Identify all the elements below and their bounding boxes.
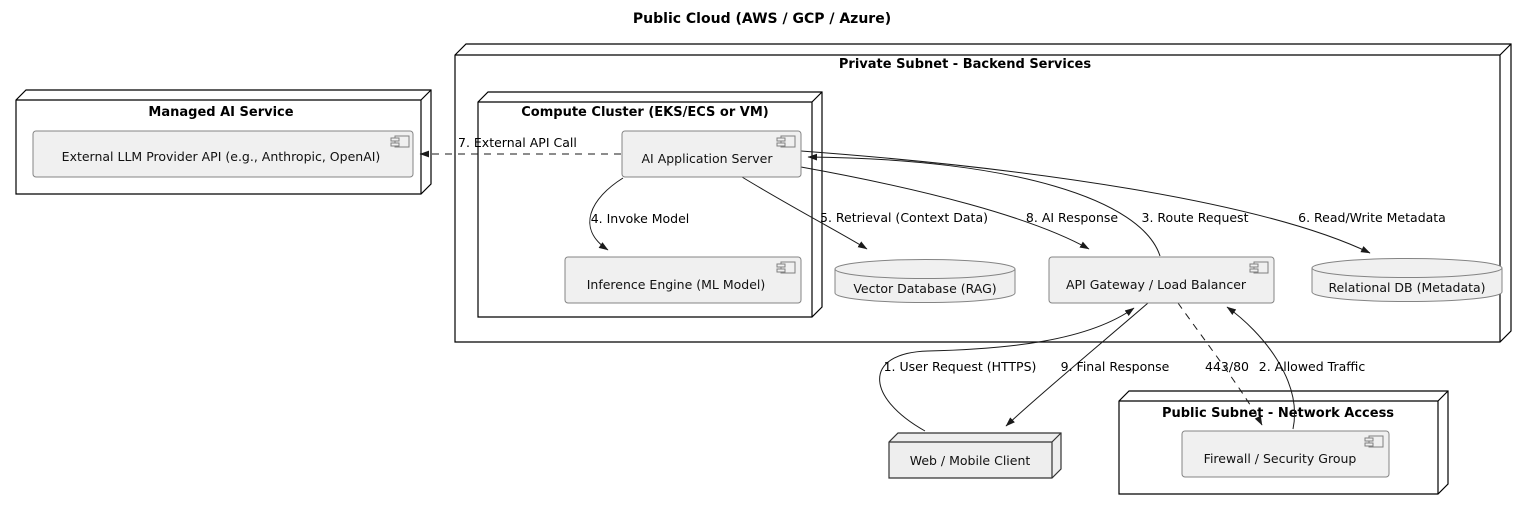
edge-label-external-api-call: 7. External API Call (458, 135, 577, 150)
component-external-llm-api: External LLM Provider API (e.g., Anthrop… (32, 130, 414, 178)
edge-label-allowed-traffic: 2. Allowed Traffic (1259, 359, 1366, 374)
component-firewall: Firewall / Security Group (1181, 430, 1390, 478)
component-api-gateway: API Gateway / Load Balancer (1048, 256, 1275, 304)
component-label-external-llm-api: External LLM Provider API (e.g., Anthrop… (62, 149, 381, 164)
component-label-inference-engine: Inference Engine (ML Model) (587, 277, 766, 292)
edge-ports-443-80 (1177, 302, 1263, 426)
component-label-api-gateway: API Gateway / Load Balancer (1066, 277, 1247, 292)
edge-label-route-request: 3. Route Request (1142, 210, 1249, 225)
diagram-title: Public Cloud (AWS / GCP / Azure) (633, 11, 891, 27)
node-title-public-subnet: Public Subnet - Network Access (1162, 406, 1394, 421)
edge-label-read-write-metadata: 6. Read/Write Metadata (1298, 210, 1446, 225)
edge-label-retrieval: 5. Retrieval (Context Data) (820, 210, 988, 225)
edge-read-write-metadata (800, 150, 1371, 254)
edge-invoke-model (589, 177, 624, 251)
database-label-vector: Vector Database (RAG) (853, 281, 996, 296)
database-label-relational: Relational DB (Metadata) (1328, 280, 1485, 295)
edge-allowed-traffic (1226, 306, 1295, 430)
edge-label-ports-443-80: 443/80 (1205, 359, 1249, 374)
edge-label-final-response: 9. Final Response (1061, 359, 1170, 374)
component-icon (776, 261, 796, 274)
node-title-compute-cluster: Compute Cluster (EKS/ECS or VM) (521, 105, 768, 120)
node-label-web-mobile-client: Web / Mobile Client (910, 453, 1031, 468)
edge-route-request (807, 153, 1161, 257)
component-label-firewall: Firewall / Security Group (1204, 451, 1357, 466)
component-icon (1364, 435, 1384, 448)
edge-label-ai-response: 8. AI Response (1026, 210, 1118, 225)
database-relational: Relational DB (Metadata) (1311, 258, 1503, 302)
edge-label-invoke-model: 4. Invoke Model (591, 211, 690, 226)
edge-user-request (879, 307, 1135, 432)
component-icon (1249, 261, 1269, 274)
component-ai-application-server: AI Application Server (621, 130, 802, 178)
edge-label-user-request: 1. User Request (HTTPS) (884, 359, 1037, 374)
component-icon (776, 135, 796, 148)
edge-labels: 1. User Request (HTTPS) 2. Allowed Traff… (458, 135, 1446, 374)
node-title-private-subnet: Private Subnet - Backend Services (839, 57, 1091, 72)
component-icon (390, 135, 410, 148)
edge-retrieval (741, 176, 868, 250)
component-inference-engine: Inference Engine (ML Model) (564, 256, 802, 304)
node-title-managed-ai-service: Managed AI Service (148, 105, 293, 120)
node-web-mobile-client: Web / Mobile Client (888, 432, 1062, 479)
diagram-edges (419, 150, 1371, 432)
edge-ai-response (800, 166, 1090, 250)
component-label-ai-application-server: AI Application Server (641, 151, 773, 166)
edge-final-response (1005, 302, 1149, 427)
database-vector: Vector Database (RAG) (834, 259, 1016, 303)
